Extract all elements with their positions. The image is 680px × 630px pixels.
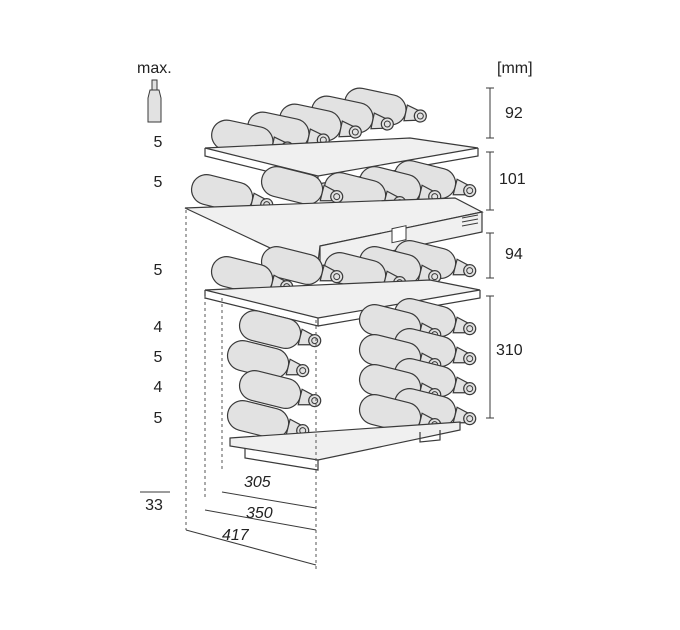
height-310: 310 — [496, 342, 523, 359]
bottle-count-7: 5 — [153, 410, 163, 427]
height-brackets — [486, 87, 494, 419]
depth-dimension-lines — [185, 491, 317, 566]
bottle-count-5: 5 — [153, 349, 163, 366]
bottle-total: 33 — [145, 497, 163, 514]
unit-label: [mm] — [497, 60, 533, 77]
max-label: max. — [137, 60, 172, 77]
height-101: 101 — [499, 171, 526, 188]
bottle-count-1: 5 — [153, 134, 163, 151]
bottle-count-2: 5 — [153, 174, 163, 191]
bottle-count-6: 4 — [153, 379, 163, 396]
control-panel-shelf — [184, 197, 484, 267]
depth-guides — [185, 210, 317, 570]
height-94: 94 — [505, 246, 523, 263]
depth-350: 350 — [246, 505, 273, 522]
depth-417: 417 — [222, 527, 249, 544]
depth-305: 305 — [244, 474, 271, 491]
bottom-tray — [229, 421, 461, 471]
bottle-icon — [147, 79, 162, 123]
bottle-count-3: 5 — [153, 262, 163, 279]
bottle-count-4: 4 — [153, 319, 163, 336]
height-92: 92 — [505, 105, 523, 122]
